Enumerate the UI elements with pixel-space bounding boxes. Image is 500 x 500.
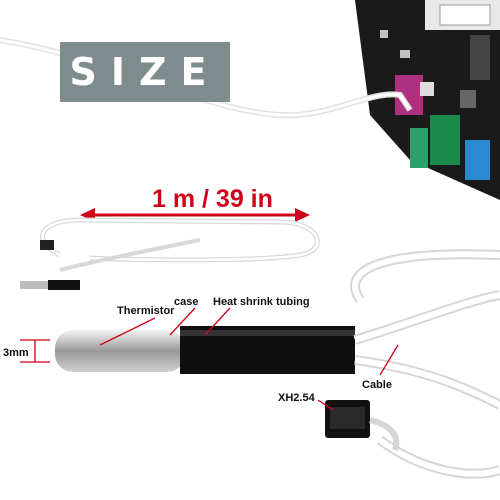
- size-banner: SIZE: [60, 42, 230, 102]
- steel-case: [55, 330, 185, 372]
- callout-lines: [20, 307, 399, 411]
- heat-shrink-label: Heat shrink tubing: [213, 296, 310, 308]
- small-connector: [40, 240, 54, 250]
- length-label: 1 m / 39 in: [152, 185, 273, 213]
- thermistor-label: Thermistor: [117, 305, 175, 317]
- cable-label: Cable: [362, 379, 392, 391]
- pcb-board: [355, 0, 500, 200]
- connector-label: XH2.54: [278, 392, 315, 404]
- xh-connector: [325, 400, 400, 451]
- coiled-cable: [20, 217, 320, 290]
- large-cables: [350, 249, 500, 479]
- small-probe: [20, 281, 48, 289]
- case-label: case: [174, 296, 199, 308]
- probe: [55, 326, 355, 374]
- diameter-label: 3mm: [3, 347, 29, 359]
